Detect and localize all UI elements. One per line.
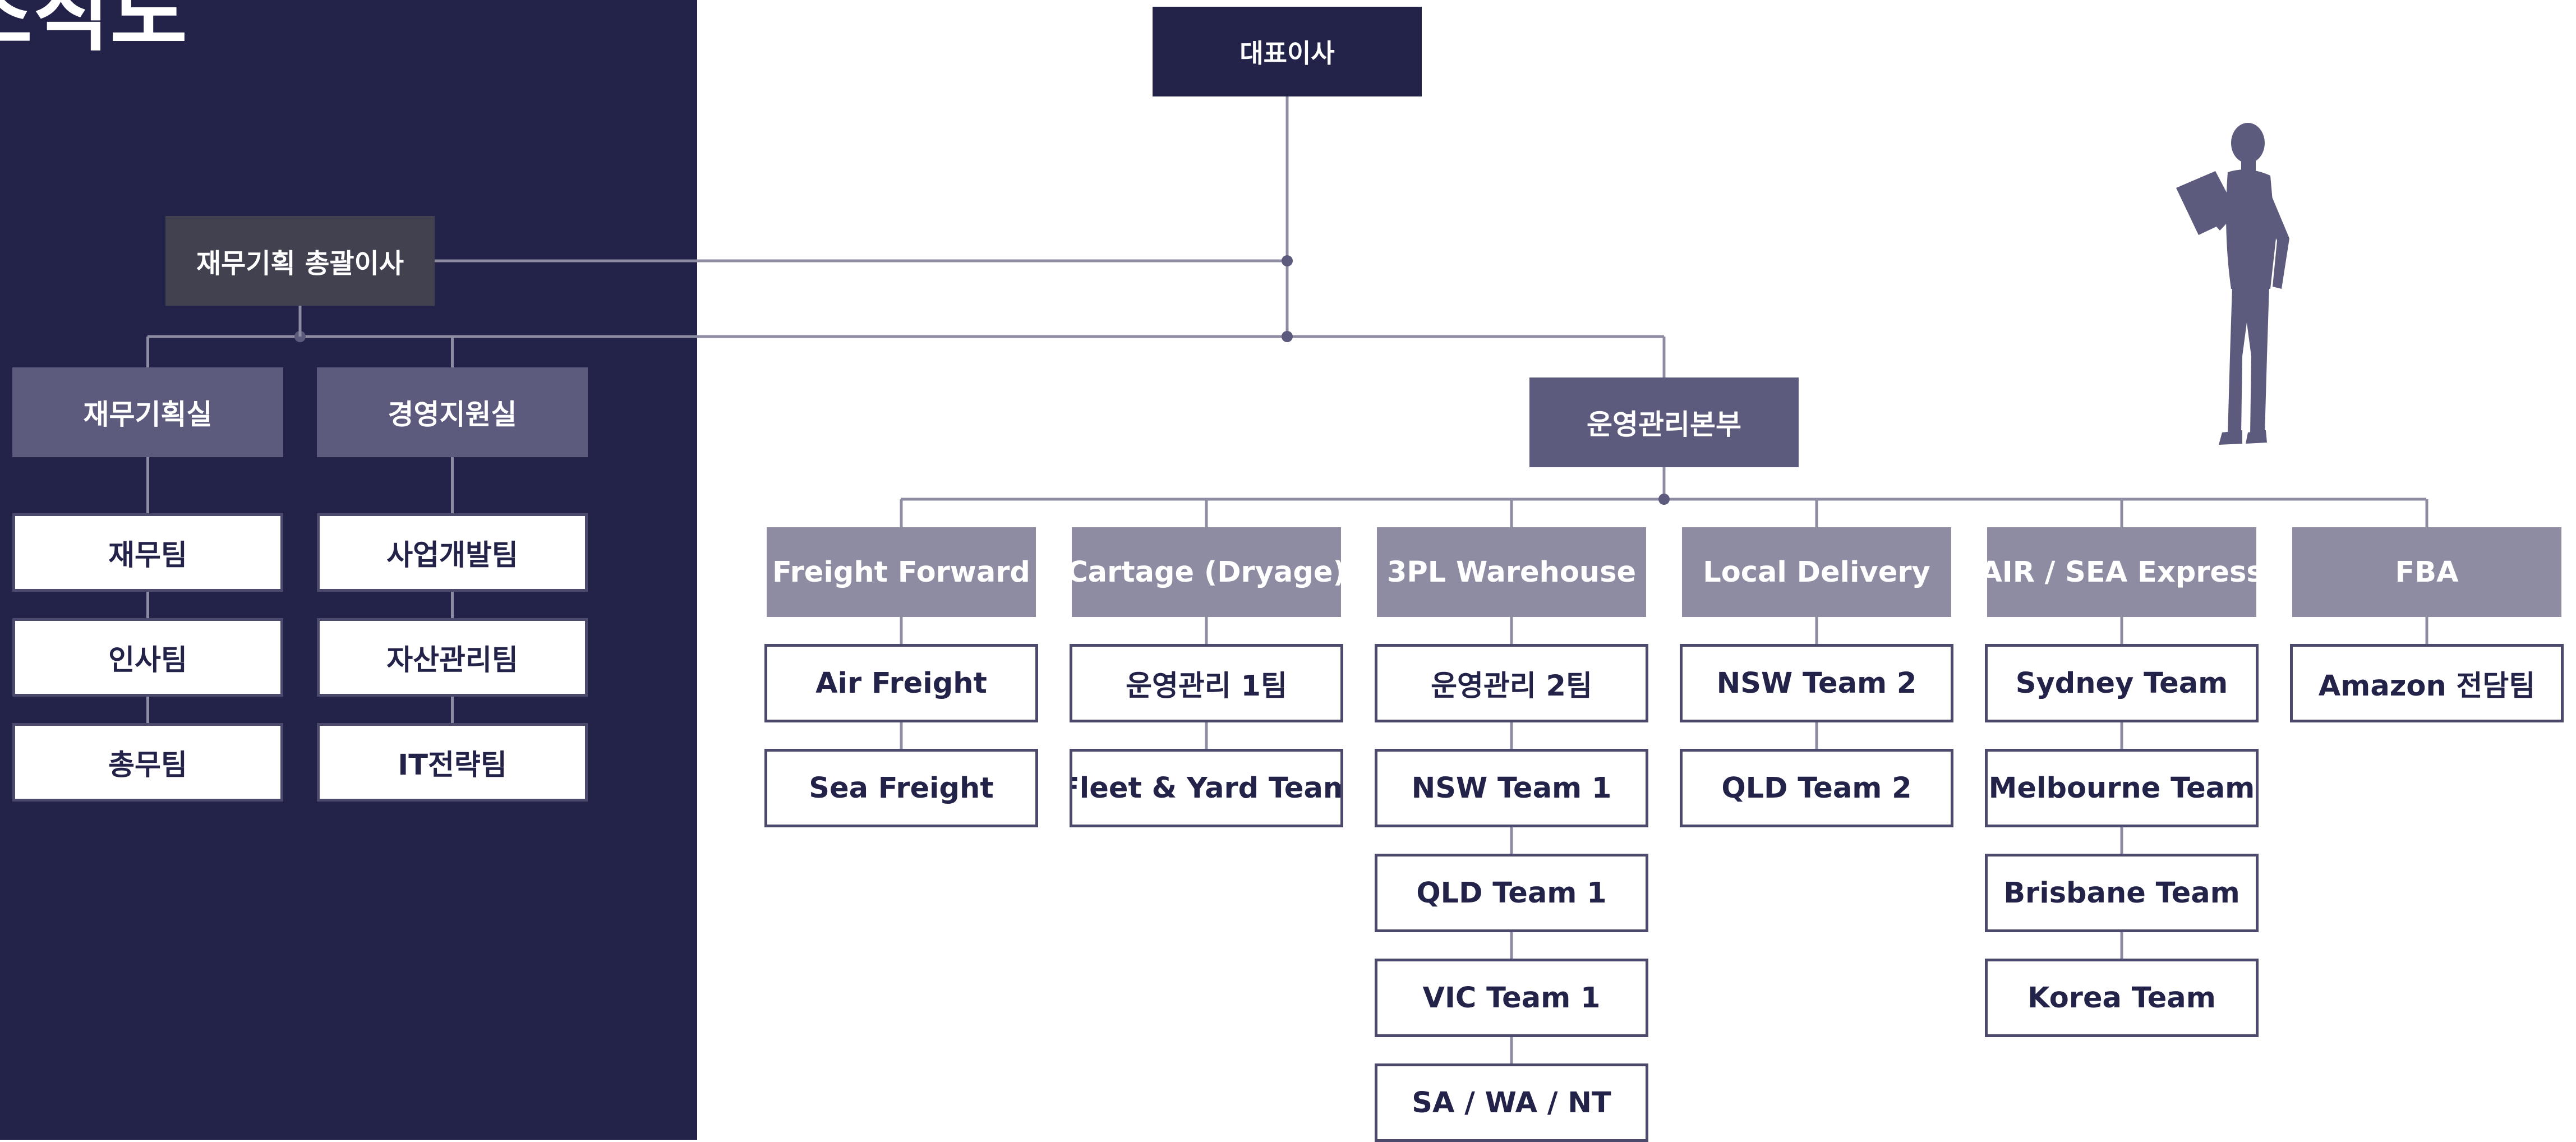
- division-team-box: Brisbane Team: [1985, 854, 2259, 932]
- finance-unit-box: 경영지원실: [317, 367, 588, 457]
- division-team-box: VIC Team 1: [1375, 959, 1648, 1037]
- division-head-box: FBA: [2292, 527, 2561, 617]
- operations-box: 운영관리본부: [1529, 377, 1799, 467]
- division-team-box: QLD Team 2: [1680, 749, 1953, 827]
- division-team-box: Amazon 전담팀: [2290, 644, 2564, 722]
- division-head-box: AIR / SEA Express: [1987, 527, 2256, 617]
- division-team-box: Korea Team: [1985, 959, 2259, 1037]
- person-reading-silhouette-icon: [2176, 123, 2289, 445]
- division-team-box: NSW Team 2: [1680, 644, 1953, 722]
- division-team-box: 운영관리 2팀: [1375, 644, 1648, 722]
- division-team-box: Melbourne Team: [1985, 749, 2259, 827]
- division-team-box: 운영관리 1팀: [1070, 644, 1343, 722]
- division-head-box: Freight Forward: [767, 527, 1036, 617]
- finance-team-box: 총무팀: [12, 723, 283, 802]
- division-team-box: Air Freight: [764, 644, 1038, 722]
- ceo-box: 대표이사: [1153, 7, 1422, 96]
- main-junction-dot: [1282, 331, 1293, 342]
- division-team-box: NSW Team 1: [1375, 749, 1648, 827]
- page-title: 조직도: [0, 0, 188, 63]
- finance-team-box: 사업개발팀: [317, 513, 588, 592]
- division-team-box: Sea Freight: [764, 749, 1038, 827]
- division-team-box: Sydney Team: [1985, 644, 2259, 722]
- division-head-box: 3PL Warehouse: [1377, 527, 1646, 617]
- finance-team-box: 인사팀: [12, 618, 283, 697]
- division-head-box: Local Delivery: [1682, 527, 1951, 617]
- operations-junction-dot: [1658, 494, 1670, 505]
- cfo-box: 재무기획 총괄이사: [165, 216, 435, 306]
- division-head-box: Cartage (Dryage): [1072, 527, 1341, 617]
- division-team-box: SA / WA / NT: [1375, 1063, 1648, 1142]
- cfo-junction-dot: [1282, 255, 1293, 266]
- division-team-box: Fleet & Yard Team: [1070, 749, 1343, 827]
- finance-team-box: 재무팀: [12, 513, 283, 592]
- finance-unit-box: 재무기획실: [12, 367, 283, 457]
- finance-team-box: 자산관리팀: [317, 618, 588, 697]
- division-team-box: QLD Team 1: [1375, 854, 1648, 932]
- finance-team-box: IT전략팀: [317, 723, 588, 802]
